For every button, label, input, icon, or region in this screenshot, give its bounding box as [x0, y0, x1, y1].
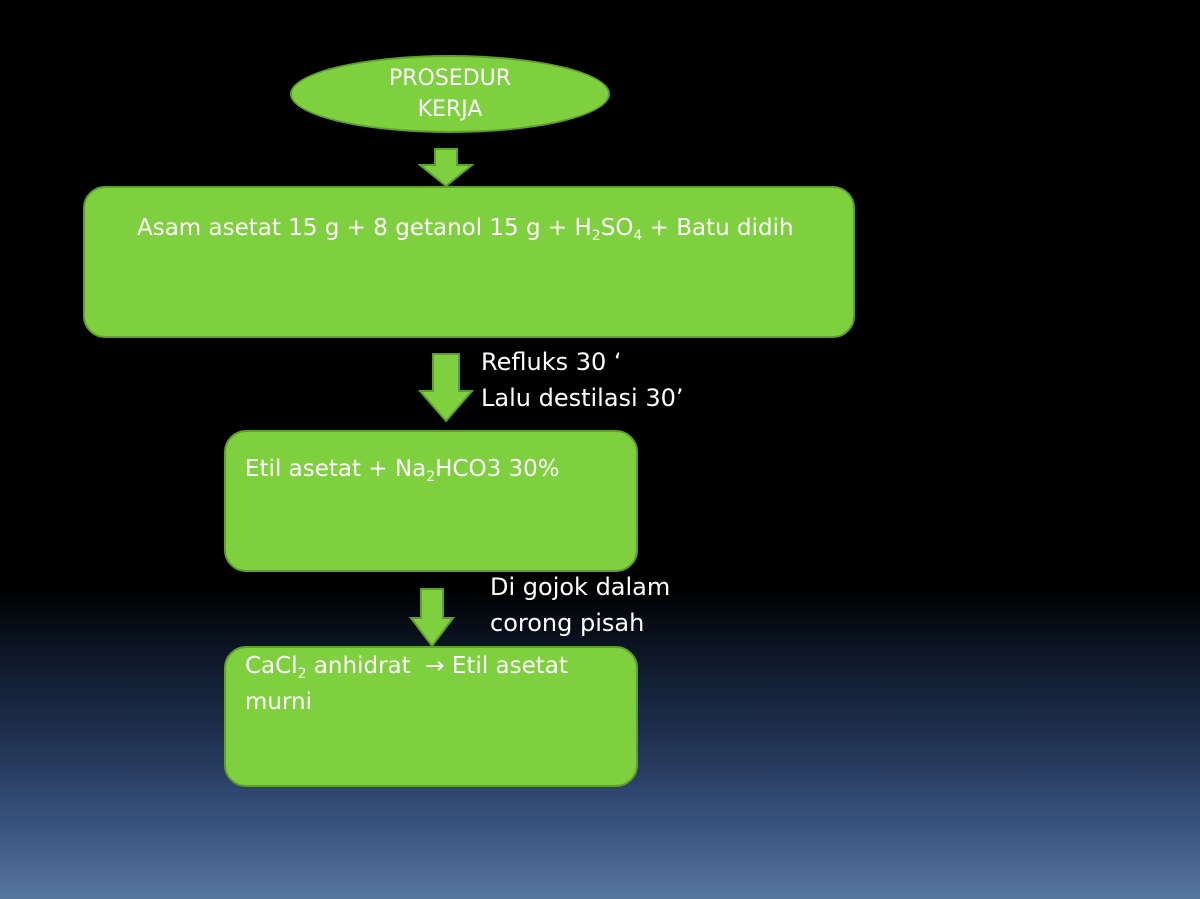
process-box-drying-text: CaCl2 anhidrat → Etil asetat murni: [245, 648, 568, 720]
arrow-3-label: Di gojok dalam corong pisah: [490, 569, 670, 641]
process-box-drying-line-2: murni: [245, 689, 313, 715]
process-box-ethyl-acetate-wash: Etil asetat + Na2HCO3 30%: [224, 430, 638, 572]
arrow-down-3: [409, 588, 455, 648]
process-box-ethyl-acetate-wash-text: Etil asetat + Na2HCO3 30%: [245, 456, 560, 485]
arrow-2-label: Refluks 30 ‘ Lalu destilasi 30’: [481, 344, 684, 416]
arrow-3-label-line-2: corong pisah: [490, 609, 645, 637]
process-box-drying-line-1: CaCl2 anhidrat → Etil asetat: [245, 653, 568, 682]
arrow-down-2: [418, 353, 474, 423]
start-node-line-1: PROSEDUR: [388, 66, 512, 91]
arrow-3-label-line-1: Di gojok dalam: [490, 573, 671, 601]
process-box-drying: CaCl2 anhidrat → Etil asetat murni: [224, 646, 638, 787]
start-node-line-2: KERJA: [417, 97, 483, 122]
arrow-down-1: [418, 148, 474, 188]
arrow-2-label-line-1: Refluks 30 ‘: [481, 348, 622, 376]
right-arrow-icon: →: [425, 653, 445, 679]
process-box-reactants-text: Asam asetat 15 g + 8 getanol 15 g + H2SO…: [137, 215, 794, 244]
process-box-reactants: Asam asetat 15 g + 8 getanol 15 g + H2SO…: [83, 186, 855, 338]
start-node-prosedur-kerja: PROSEDUR KERJA: [290, 55, 610, 133]
arrow-2-label-line-2: Lalu destilasi 30’: [481, 384, 684, 412]
